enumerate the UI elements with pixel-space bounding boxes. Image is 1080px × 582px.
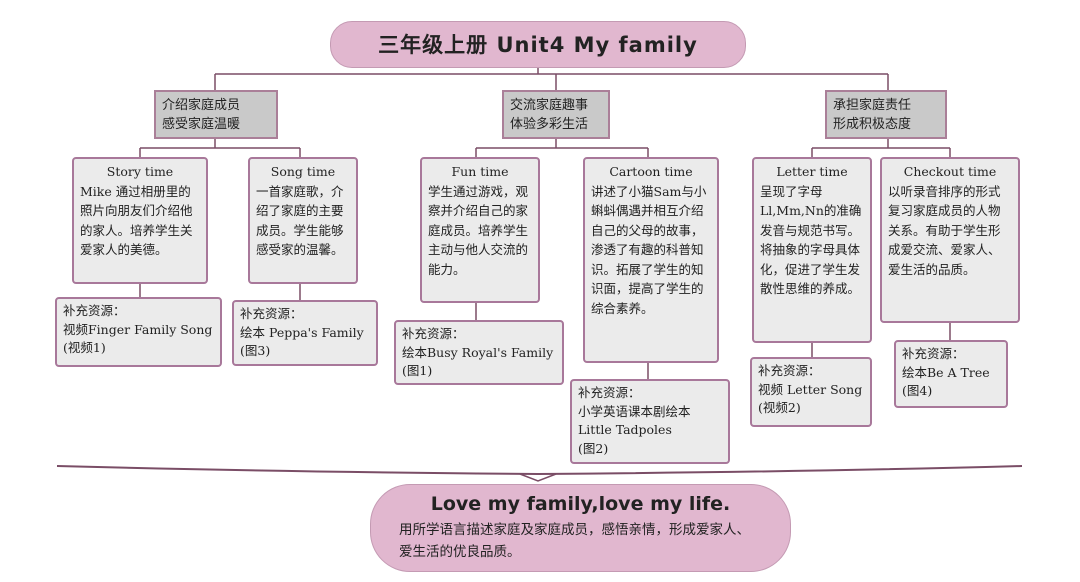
resource-letter-time: 补充资源：视频 Letter Song(视频2) [750, 357, 872, 427]
resource-text: 补充资源：绘本Be A Tree(图4) [902, 346, 990, 398]
activity-description: 讲述了小猫Sam与小蝌蚪偶遇并相互介绍自己的父母的故事，渗透了有趣的科普知识。拓… [591, 183, 707, 316]
diagram-title: 三年级上册 Unit4 My family [330, 21, 746, 68]
category-family-introduction: 介绍家庭成员感受家庭温暖 [154, 90, 278, 139]
resource-text: 补充资源：绘本 Peppa's Family(图3) [240, 306, 364, 358]
conclusion-slogan: Love my family,love my life. [430, 493, 731, 515]
activity-title: Checkout time [903, 164, 997, 179]
activity-description: Mike 通过相册里的照片向朋友们介绍他的家人。培养学生关爱家人的美德。 [80, 183, 193, 258]
activity-title: Fun time [451, 164, 509, 179]
category-label: 承担家庭责任形成积极态度 [833, 98, 912, 132]
activity-letter-time: Letter time 呈现了字母Ll,Mm,Nn的准确发音与规范书写。将抽象的… [752, 157, 872, 343]
activity-description: 学生通过游戏，观察并介绍自己的家庭成员。培养学生主动与他人交流的能力。 [428, 183, 529, 277]
resource-fun-time: 补充资源：绘本Busy Royal's Family(图1) [394, 320, 564, 385]
activity-title: Song time [270, 164, 336, 179]
conclusion-text: 用所学语言描述家庭及家庭成员，感悟亲情，形成爱家人、爱生活的优良品质。 [399, 522, 750, 560]
conclusion-pill: Love my family,love my life. 用所学语言描述家庭及家… [370, 484, 791, 572]
activity-description: 呈现了字母Ll,Mm,Nn的准确发音与规范书写。将抽象的字母具体化，促进了学生发… [760, 183, 862, 297]
category-family-stories: 交流家庭趣事体验多彩生活 [502, 90, 610, 139]
category-family-responsibility: 承担家庭责任形成积极态度 [825, 90, 947, 139]
activity-cartoon-time: Cartoon time 讲述了小猫Sam与小蝌蚪偶遇并相互介绍自己的父母的故事… [583, 157, 719, 363]
activity-title: Story time [106, 164, 174, 179]
activity-title: Cartoon time [609, 164, 693, 179]
category-label: 交流家庭趣事体验多彩生活 [510, 98, 589, 132]
activity-fun-time: Fun time 学生通过游戏，观察并介绍自己的家庭成员。培养学生主动与他人交流… [420, 157, 540, 303]
activity-description: 以听录音排序的形式复习家庭成员的人物关系。有助于学生形成爱交流、爱家人、爱生活的… [888, 183, 1001, 277]
resource-text: 补充资源：绘本Busy Royal's Family(图1) [402, 326, 554, 378]
activity-title: Letter time [776, 164, 848, 179]
activity-song-time: Song time 一首家庭歌，介绍了家庭的主要成员。学生能够感受家的温馨。 [248, 157, 358, 284]
category-label: 介绍家庭成员感受家庭温暖 [162, 98, 241, 132]
resource-checkout-time: 补充资源：绘本Be A Tree(图4) [894, 340, 1008, 408]
activity-checkout-time: Checkout time 以听录音排序的形式复习家庭成员的人物关系。有助于学生… [880, 157, 1020, 323]
activity-story-time: Story time Mike 通过相册里的照片向朋友们介绍他的家人。培养学生关… [72, 157, 208, 284]
resource-song-time: 补充资源：绘本 Peppa's Family(图3) [232, 300, 378, 366]
resource-text: 补充资源：视频 Letter Song(视频2) [758, 363, 863, 415]
resource-text: 补充资源：视频Finger Family Song(视频1) [63, 303, 213, 355]
activity-description: 一首家庭歌，介绍了家庭的主要成员。学生能够感受家的温馨。 [256, 183, 344, 258]
resource-story-time: 补充资源：视频Finger Family Song(视频1) [55, 297, 222, 367]
